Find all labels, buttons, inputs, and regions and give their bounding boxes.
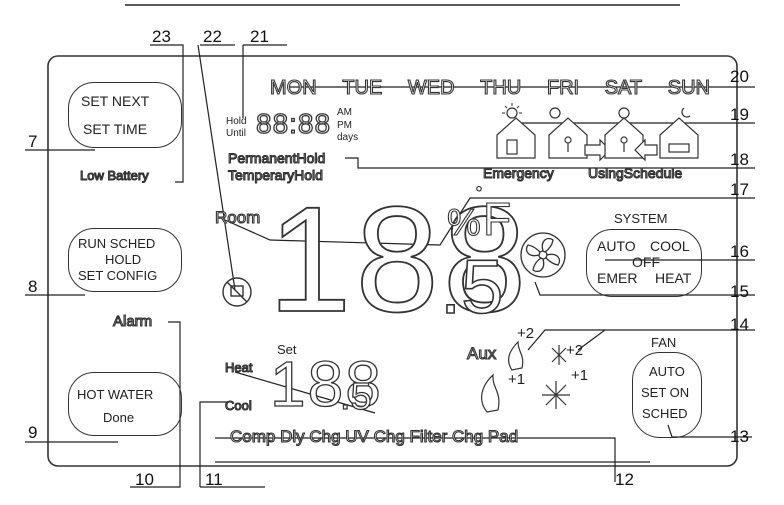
day-mon: MON bbox=[269, 76, 317, 99]
callout-18: 18 bbox=[730, 150, 749, 169]
callout-13: 13 bbox=[730, 427, 749, 446]
system-cool-label: COOL bbox=[650, 238, 690, 254]
system-emer-label: EMER bbox=[597, 270, 638, 286]
degree-symbol: ° bbox=[475, 183, 483, 205]
room-label: Room bbox=[214, 208, 261, 227]
callout-10: 10 bbox=[135, 470, 154, 489]
day-sun: SUN bbox=[667, 76, 710, 99]
fan-on-label: SET ON bbox=[641, 385, 690, 400]
aux-label: Aux bbox=[466, 344, 497, 363]
system-heat-label: HEAT bbox=[655, 270, 692, 286]
set-time-label: SET TIME bbox=[83, 121, 148, 137]
day-tue: TUE bbox=[342, 76, 383, 99]
low-battery-label: Low Battery bbox=[79, 168, 149, 183]
callout-20: 20 bbox=[730, 67, 749, 86]
run-sched-button[interactable]: RUN SCHED HOLD SET CONFIG bbox=[68, 228, 182, 292]
hold-label: HOLD bbox=[105, 252, 142, 267]
fahrenheit-unit: F bbox=[482, 193, 512, 245]
heat-stage-2-label: +2 bbox=[517, 325, 535, 342]
callout-21: 21 bbox=[250, 27, 269, 46]
callout-16: 16 bbox=[730, 242, 749, 261]
system-off-label: OFF bbox=[632, 254, 660, 270]
day-row: MON TUE WED THU FRI SAT SUN bbox=[269, 76, 710, 100]
callout-12: 12 bbox=[615, 470, 634, 489]
hot-water-label: HOT WATER bbox=[77, 387, 154, 402]
set-temperature-digits: 188 bbox=[269, 348, 383, 420]
cool-snowflake-large-icon bbox=[542, 381, 570, 409]
set-label: Set bbox=[277, 342, 297, 357]
set-next-button[interactable]: SET NEXT SET TIME bbox=[68, 82, 182, 148]
day-fri: FRI bbox=[546, 76, 580, 99]
system-title: SYSTEM bbox=[614, 211, 668, 226]
clock-until-label: Until bbox=[226, 128, 247, 139]
permanent-hold-label: PermanentHold bbox=[227, 150, 326, 166]
callout-14: 14 bbox=[730, 315, 749, 334]
cool-snowflake-small-icon bbox=[551, 345, 567, 365]
fan-button[interactable]: AUTO SET ON SCHED bbox=[632, 352, 702, 438]
humidity-percent: % bbox=[446, 202, 481, 244]
callout-22: 22 bbox=[203, 27, 222, 46]
day-wed: WED bbox=[407, 76, 455, 99]
away-house-icon bbox=[548, 107, 611, 162]
maintenance-status-bar: Comp Dly Chg UV Chg Filter Chg Pad bbox=[229, 427, 519, 446]
callout-17: 17 bbox=[730, 180, 749, 199]
cool-stage-2-label: +2 bbox=[566, 342, 584, 359]
callout-7: 7 bbox=[28, 132, 38, 151]
callout-9: 9 bbox=[28, 423, 38, 442]
heat-stage-1-label: +1 bbox=[508, 371, 526, 388]
emergency-house-icon bbox=[496, 103, 536, 159]
cool-label: Cool bbox=[224, 398, 252, 413]
clock-days: days bbox=[337, 132, 359, 143]
clock-hold-label: Hold bbox=[226, 116, 247, 127]
set-config-label: SET CONFIG bbox=[78, 268, 158, 283]
temporary-hold-label: TemperaryHold bbox=[227, 167, 323, 183]
day-thu: THU bbox=[480, 76, 522, 99]
system-auto-label: AUTO bbox=[597, 238, 636, 254]
no-symbol-icon bbox=[222, 277, 252, 307]
set-temperature-decimal: .5 bbox=[339, 376, 372, 418]
room-temperature-decimal: .5 bbox=[439, 245, 504, 330]
hot-water-button[interactable]: HOT WATER Done bbox=[68, 372, 182, 436]
clock-am: AM bbox=[337, 107, 352, 118]
fan-sched-label: SCHED bbox=[642, 406, 688, 421]
cool-stage-1-label: +1 bbox=[571, 367, 589, 384]
alarm-label: Alarm bbox=[112, 313, 153, 330]
callout-11: 11 bbox=[205, 470, 223, 489]
callout-23: 23 bbox=[152, 27, 171, 46]
day-sat: SAT bbox=[604, 76, 643, 99]
aux-flame-icon bbox=[508, 340, 524, 371]
home-house-icon bbox=[604, 107, 658, 162]
callout-15: 15 bbox=[730, 282, 749, 301]
emergency-label: Emergency bbox=[482, 165, 554, 181]
sleep-house-icon bbox=[659, 107, 699, 159]
set-next-label: SET NEXT bbox=[81, 93, 150, 109]
heat-flame-icon bbox=[481, 373, 500, 413]
heat-label: Heat bbox=[224, 360, 253, 375]
callout-8: 8 bbox=[28, 277, 38, 296]
fan-icon bbox=[520, 232, 566, 278]
fan-title: FAN bbox=[651, 335, 677, 350]
done-label: Done bbox=[103, 410, 135, 425]
system-button[interactable]: AUTO COOL OFF EMER HEAT bbox=[586, 229, 702, 297]
fan-auto-label: AUTO bbox=[649, 364, 685, 379]
room-temperature-digits: 188 bbox=[267, 175, 531, 343]
run-sched-label: RUN SCHED bbox=[78, 236, 156, 251]
using-schedule-label: UsingSchedule bbox=[587, 165, 683, 181]
callout-19: 19 bbox=[730, 105, 749, 124]
clock-pm: PM bbox=[337, 120, 352, 131]
clock-digits: 88:88 bbox=[255, 108, 332, 139]
